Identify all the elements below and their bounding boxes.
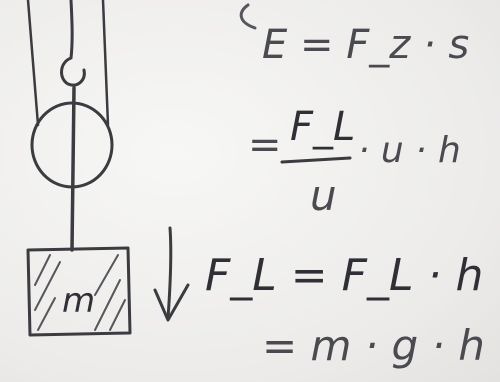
pulley-axle — [70, 86, 76, 252]
mass-box — [26, 246, 132, 337]
equation-line-2-tail: · u · h — [358, 130, 461, 171]
mass-label: m — [62, 281, 95, 321]
pulley-diagram: m — [26, 0, 190, 337]
mass-hatching — [34, 254, 126, 331]
equation-line-1: E = F_z · s — [262, 22, 469, 68]
equation-line-4: = m · g · h — [262, 321, 485, 370]
partial-glyph — [239, 3, 257, 30]
force-arrow — [166, 226, 173, 320]
force-arrowhead — [153, 283, 190, 322]
equation-line-2-denominator: u — [310, 171, 337, 220]
hook-rope — [69, 0, 74, 60]
rope-right — [101, 0, 110, 127]
equation-line-2-numerator: F_L — [290, 104, 355, 150]
equation-line-3: F_L = F_L · h — [205, 250, 483, 301]
fraction-bar — [280, 156, 352, 164]
rope-left — [26, 0, 40, 127]
equation-line-2-prefix: = — [248, 122, 282, 168]
equations: E = F_z · s = F_L u · u · h F_L = F_L · … — [205, 3, 485, 370]
hook-icon — [60, 56, 86, 87]
